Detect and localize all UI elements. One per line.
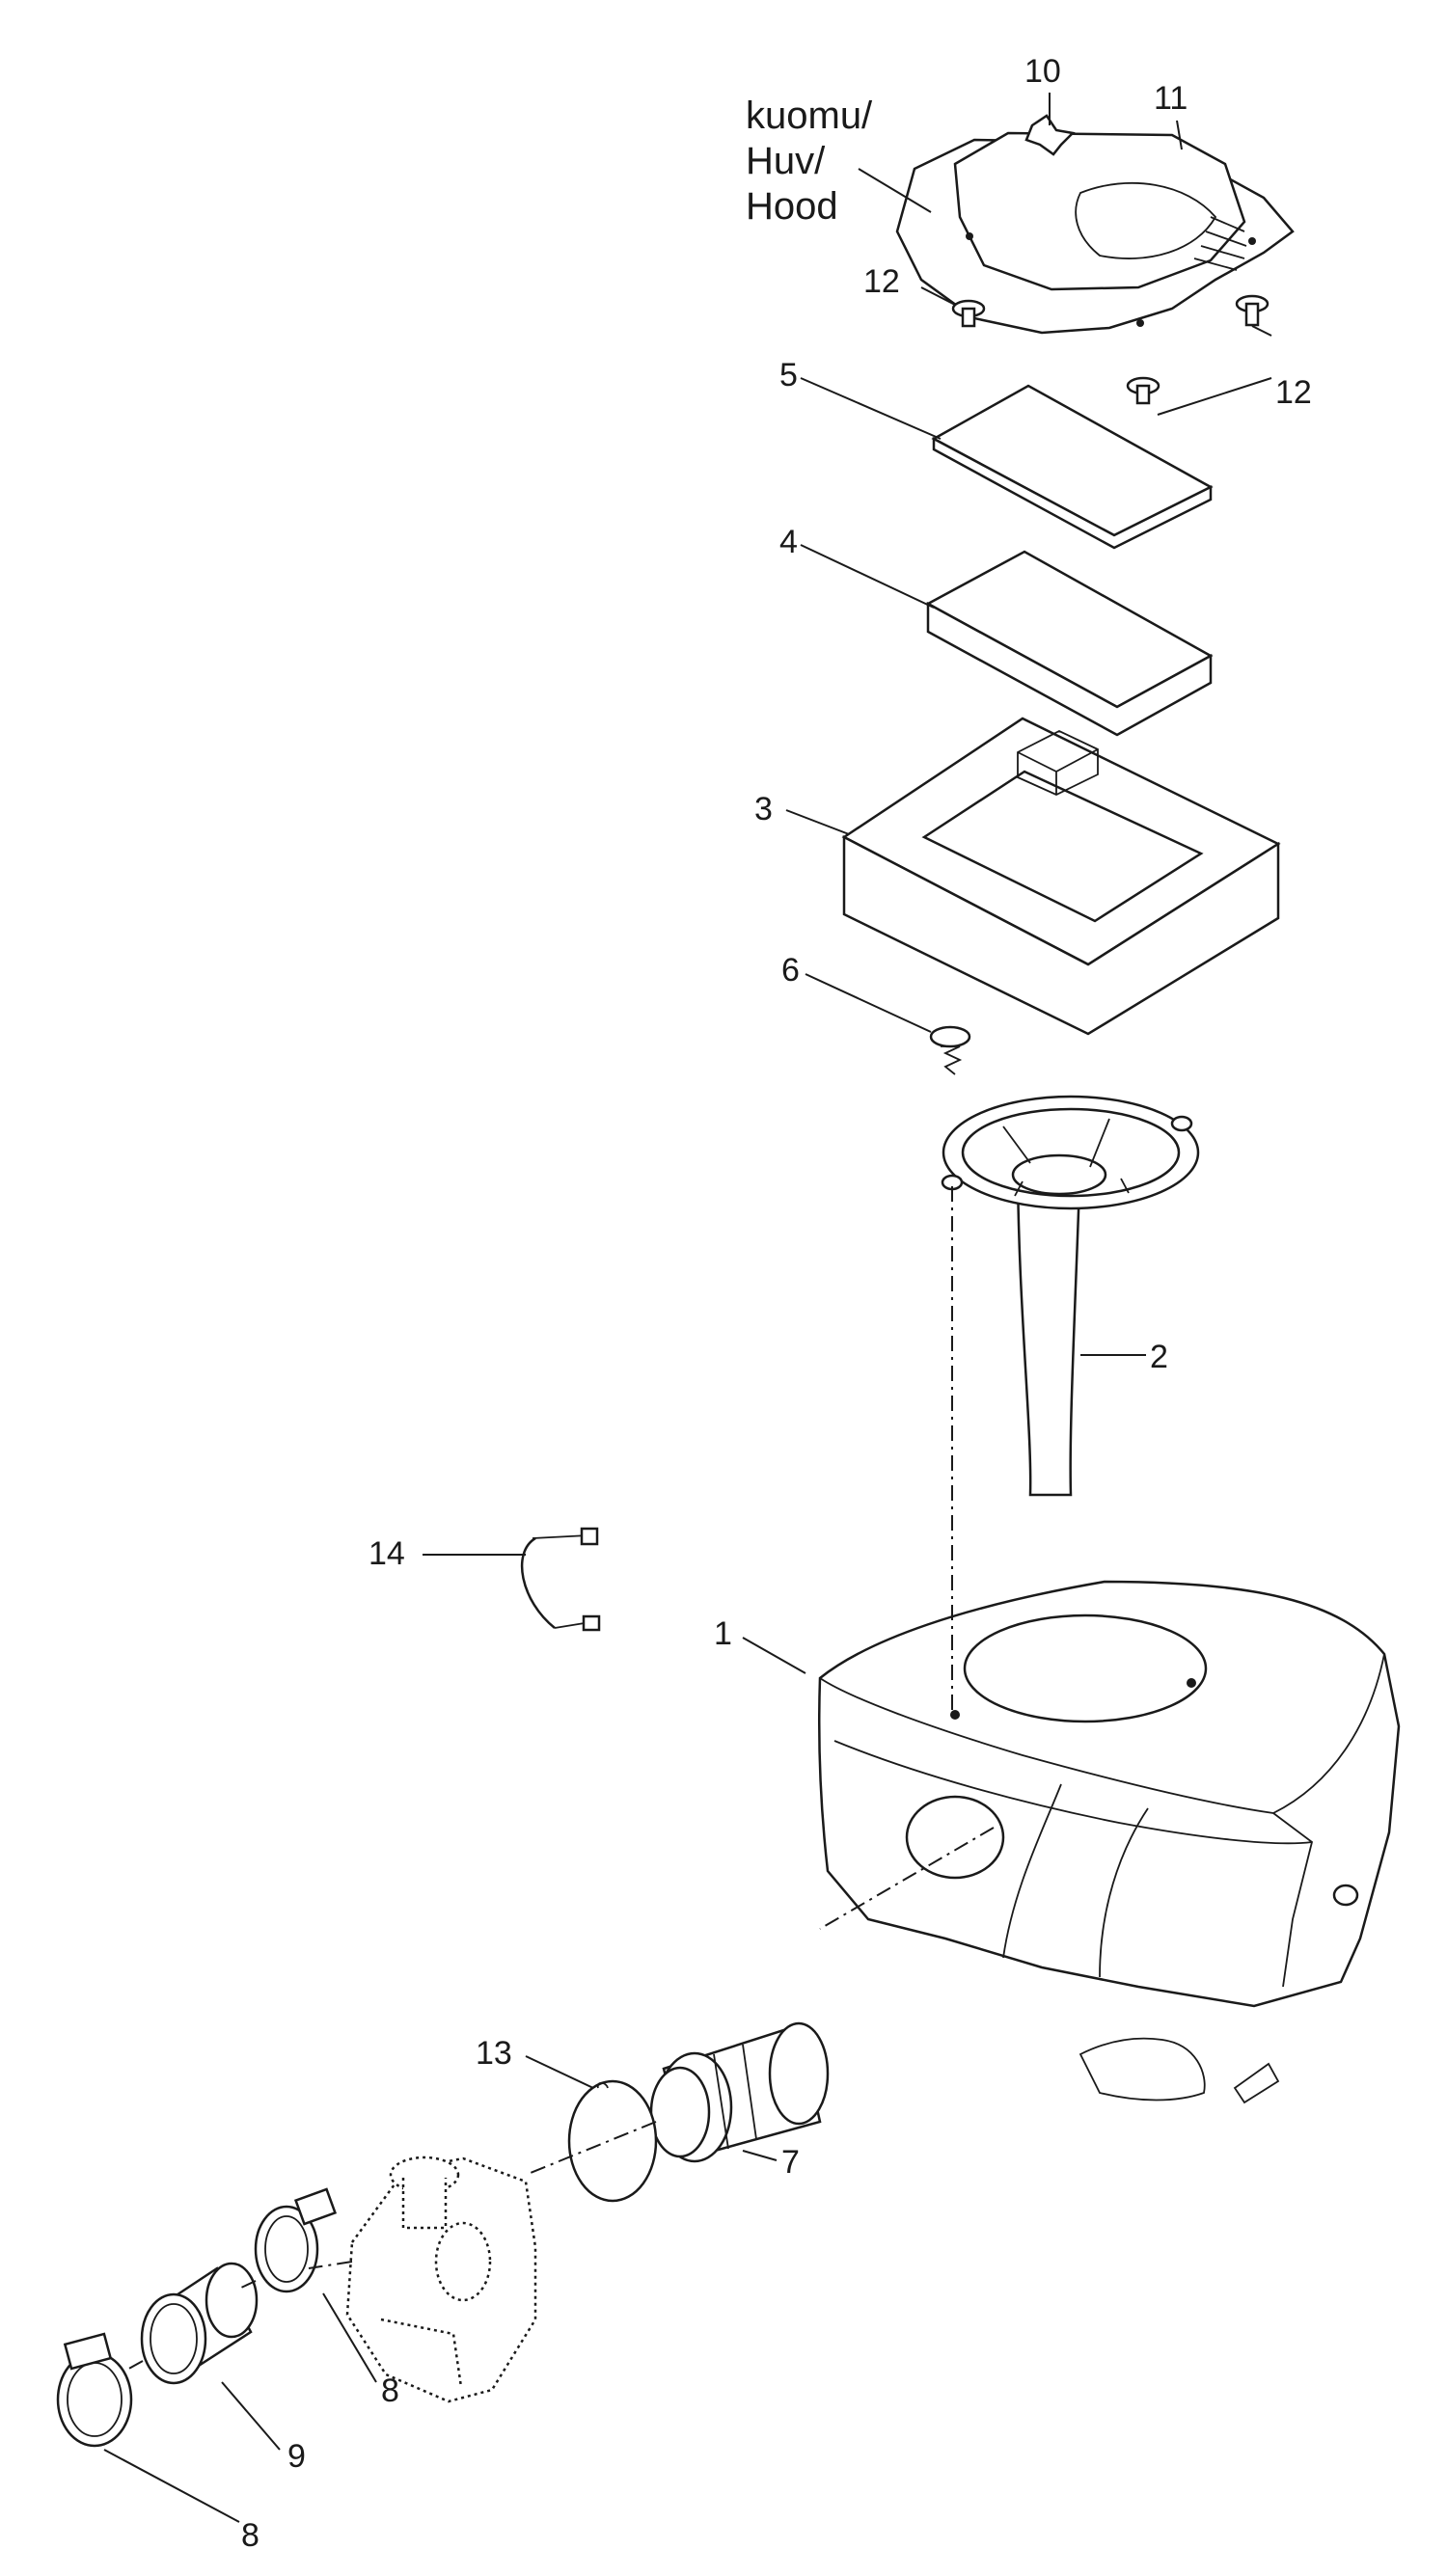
carburetor-reference	[345, 2156, 537, 2403]
filter-frame-part	[841, 717, 1281, 1036]
screw-12-right	[1235, 294, 1270, 327]
hose-clamp-upper-part	[254, 2187, 338, 2293]
callout-8-lower: 8	[241, 2517, 259, 2554]
mesh-filter-part	[931, 384, 1214, 550]
hood-label: kuomu/ Huv/ Hood	[746, 95, 873, 228]
callout-13: 13	[476, 2035, 512, 2072]
callout-9: 9	[287, 2438, 306, 2475]
hood-label-line-2: Huv/	[746, 140, 826, 182]
callout-10: 10	[1024, 53, 1061, 90]
leader-lines	[103, 93, 1272, 2523]
callout-3: 3	[754, 791, 773, 827]
screw-12-left	[951, 299, 986, 328]
intake-tube-part	[941, 1095, 1200, 1497]
callout-5: 5	[779, 357, 798, 393]
callout-11: 11	[1154, 80, 1188, 117]
hood-label-line-3: Hood	[746, 185, 838, 228]
clip-part	[521, 1527, 601, 1632]
rubber-connector-part	[649, 2021, 830, 2163]
air-box-housing-part	[818, 1580, 1401, 2104]
callout-12-right: 12	[1275, 374, 1312, 411]
callout-labels: 10 11 12 12 5 4 3 6 2 14 1 13 7 8 9 8	[241, 53, 1312, 2554]
callout-8-upper: 8	[381, 2373, 399, 2409]
callout-6: 6	[781, 952, 800, 989]
callout-14: 14	[369, 1535, 405, 1572]
plug-part	[929, 1025, 971, 1075]
hose-part	[140, 2262, 259, 2385]
assembly-lines	[124, 1186, 995, 2372]
hose-clamp-lower-part	[56, 2332, 133, 2448]
gasket-part	[567, 2079, 658, 2203]
callout-1: 1	[714, 1615, 732, 1652]
foam-filter-part	[925, 550, 1214, 737]
callout-7: 7	[781, 2144, 800, 2181]
screw-12-middle	[1126, 376, 1160, 405]
hood-label-line-1: kuomu/	[746, 95, 873, 137]
callout-12-left: 12	[863, 263, 900, 300]
hood-part	[895, 114, 1295, 335]
callout-2: 2	[1150, 1339, 1168, 1375]
callout-4: 4	[779, 524, 798, 560]
